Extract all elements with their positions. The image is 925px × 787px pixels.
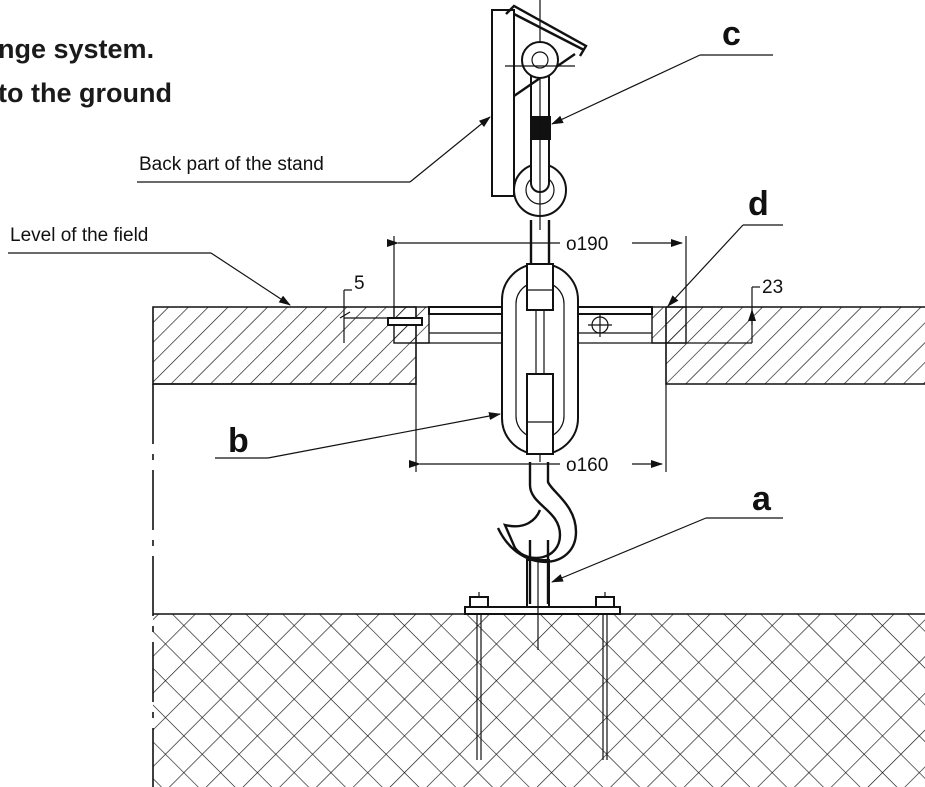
dimension-recess [339,289,394,343]
leader-d [667,224,783,307]
label-a: a [752,480,772,518]
leader-back-stand [137,116,491,183]
label-field-level: Level of the field [10,225,148,246]
title-line-1: nge system. [0,34,154,64]
outer-diameter-label: o190 [566,234,608,255]
label-c: c [722,15,741,53]
leader-a [551,517,783,583]
inner-diameter-label: o160 [566,455,608,476]
set-screw [387,317,423,326]
hook [496,462,578,604]
label-d: d [748,185,769,223]
dimension-inner [409,384,667,472]
field-slab [152,306,925,385]
turnbuckle-b [501,263,579,462]
dimension-depth [666,286,760,344]
stand-back-part [491,4,588,197]
leader-c [551,54,773,125]
label-b: b [228,422,249,460]
leader-b [215,412,501,459]
label-back-stand: Back part of the stand [139,154,324,175]
dimension-outer [387,236,687,307]
title-line-2: to the ground [0,78,172,108]
spring-c [530,0,551,230]
depth-label: 23 [762,277,783,298]
recess-label: 5 [354,273,365,294]
leader-field-level [8,252,291,306]
